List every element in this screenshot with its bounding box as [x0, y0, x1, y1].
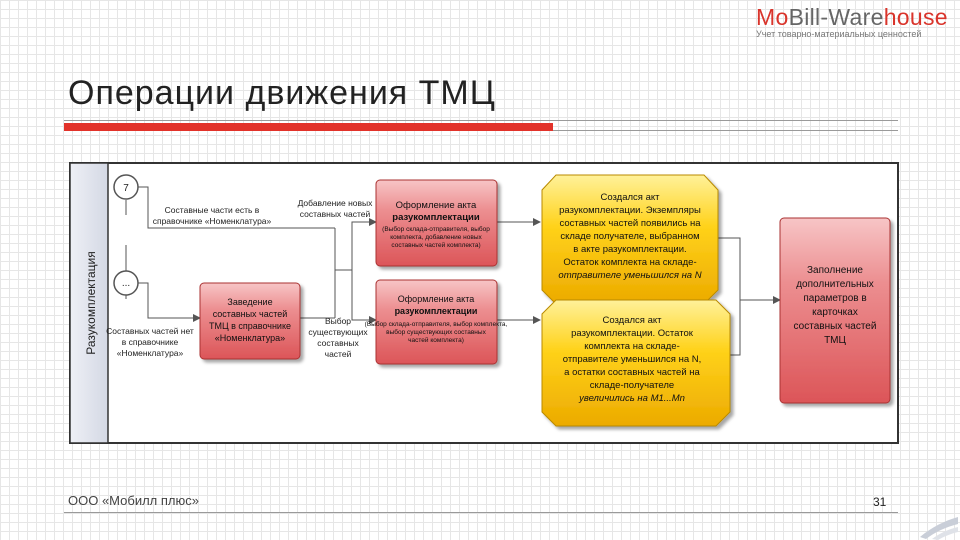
result-top-line-2: разукомплектации. Экземпляры	[559, 205, 701, 216]
result-bottom-line-5: а остатки составных частей на	[564, 367, 700, 378]
edge-label-select-existing-4: частей	[325, 349, 352, 359]
task-act-existing-title-1: Оформление акта	[398, 294, 474, 304]
task-act-new-note-2: комплекта, добавление новых	[390, 233, 482, 241]
edge-label-add-new-2: составных частей	[300, 209, 371, 219]
task-fill-line-1: Заполнение	[807, 265, 863, 276]
edge-label-add-new-1: Добавление новых	[298, 198, 374, 208]
result-bottom-line-1: Создался акт	[603, 315, 663, 326]
result-bottom-line-4: отправителе уменьшился на N,	[563, 354, 702, 365]
result-bottom-text: Создался акт разукомплектации. Остаток к…	[563, 315, 702, 404]
task-act-existing-note-2: выбор существующих составных	[386, 328, 486, 336]
edge-label-select-existing-1: Выбор	[325, 316, 351, 326]
logo-part-house: house	[883, 4, 948, 30]
task-fill-line-5: составных частей	[794, 321, 877, 332]
page-number: 31	[873, 495, 887, 509]
result-top-line-5: в акте разукомплектации.	[573, 244, 686, 255]
edge-label-parts-in-catalog-2: справочнике «Номенклатура»	[153, 216, 272, 226]
task-fill-params-text: Заполнение дополнительных параметров в к…	[794, 265, 877, 346]
start-event-2	[113, 270, 139, 296]
task-fill-line-2: дополнительных	[796, 279, 874, 290]
task-create-line-4: «Номенклатура»	[215, 333, 285, 343]
result-bottom-line-2: разукомплектации. Остаток	[571, 328, 694, 339]
task-act-new-title-1: Оформление акта	[396, 200, 477, 211]
result-top-line-1: Создался акт	[601, 192, 661, 203]
result-top-text: Создался акт разукомплектации. Экземпляр…	[558, 192, 701, 281]
logo-part-bill: Bill-Ware	[788, 4, 884, 30]
task-fill-params	[779, 217, 891, 404]
title-accent-bar	[64, 123, 553, 131]
task-act-existing-parts	[375, 279, 498, 365]
result-bottom	[541, 299, 731, 427]
result-bottom-line-6: складе-получателе	[590, 380, 674, 391]
connector-result-bottom-fill	[730, 300, 741, 356]
task-fill-line-4: карточках	[812, 307, 858, 318]
start-event-2-label: ...	[122, 278, 130, 289]
start-event-1	[113, 174, 139, 200]
task-create-line-1: Заведение	[227, 297, 272, 307]
connectors	[125, 186, 781, 356]
connector-to-create	[138, 282, 201, 322]
connector-existing	[138, 186, 335, 229]
logo-subtitle: Учет товарно-материальных ценностей	[756, 29, 922, 39]
edge-label-parts-not-in-catalog-2: в справочнике	[122, 337, 179, 347]
edge-labels: Составные части есть в справочнике «Номе…	[106, 198, 373, 359]
task-act-existing-parts-text: Оформление акта разукомплектации (Выбор …	[365, 294, 508, 344]
result-top-line-3: составных частей появились на	[559, 218, 701, 229]
edge-label-parts-not-in-catalog-1: Составных частей нет	[106, 326, 194, 336]
title-divider-lower	[553, 130, 898, 131]
task-create-catalog-items-text: Заведение составных частей ТМЦ в справоч…	[209, 297, 291, 343]
edge-label-parts-in-catalog-1: Составные части есть в	[165, 205, 260, 215]
task-fill-line-6: ТМЦ	[824, 335, 846, 346]
footer-company: ООО «Мобилл плюс»	[68, 493, 199, 508]
task-act-existing-note-3: частей комплекта)	[408, 336, 464, 344]
logo-text: MoBill-Warehouse	[756, 4, 956, 30]
start-event-1-label: 7	[123, 183, 129, 194]
connector-to-act-new	[335, 218, 377, 271]
result-top-line-6: Остаток комплекта на складе-	[563, 257, 696, 268]
task-act-new-parts	[375, 179, 498, 267]
task-create-line-2: составных частей	[213, 309, 288, 319]
task-act-existing-note-1: (Выбор склада-отправителя, выбор комплек…	[365, 320, 508, 328]
task-act-new-parts-text: Оформление акта разукомплектации (Выбор …	[382, 200, 490, 249]
connector-result-top-fill	[718, 237, 781, 304]
title-divider	[64, 120, 898, 121]
edge-label-select-existing-2: существующих	[308, 327, 368, 337]
result-bottom-line-7: увеличились на M1...Mn	[578, 393, 685, 404]
task-fill-line-3: параметров в	[803, 293, 866, 304]
task-act-new-note-3: составных частей комплекта)	[391, 241, 480, 249]
swimlane-label: Разукомплектация	[84, 251, 98, 355]
task-act-new-note-1: (Выбор склада-отправителя, выбор	[382, 225, 490, 233]
brand-logo: MoBill-Warehouse Учет товарно-материальн…	[756, 4, 956, 39]
slide-title: Операции движения ТМЦ	[68, 74, 496, 112]
task-create-catalog-items	[199, 282, 301, 360]
corner-swoosh-icon	[920, 517, 958, 540]
task-create-line-3: ТМЦ в справочнике	[209, 321, 291, 331]
task-act-existing-title-2: разукомплектации	[395, 306, 478, 316]
task-act-new-title-2: разукомплектации	[392, 212, 480, 223]
connector-to-act-existing	[351, 270, 377, 324]
logo-part-mo: Mo	[756, 4, 789, 30]
result-top-line-4: складе получателе, выбранном	[560, 231, 699, 242]
result-bottom-line-3: комплекта на складе-	[584, 341, 679, 352]
edge-label-select-existing-3: составных	[317, 338, 359, 348]
swimlane-header	[69, 162, 109, 444]
edge-label-parts-not-in-catalog-3: «Номенклатура»	[117, 348, 184, 358]
footer-divider	[64, 512, 898, 513]
result-top-line-7: отправителе уменьшился на N	[558, 270, 701, 281]
